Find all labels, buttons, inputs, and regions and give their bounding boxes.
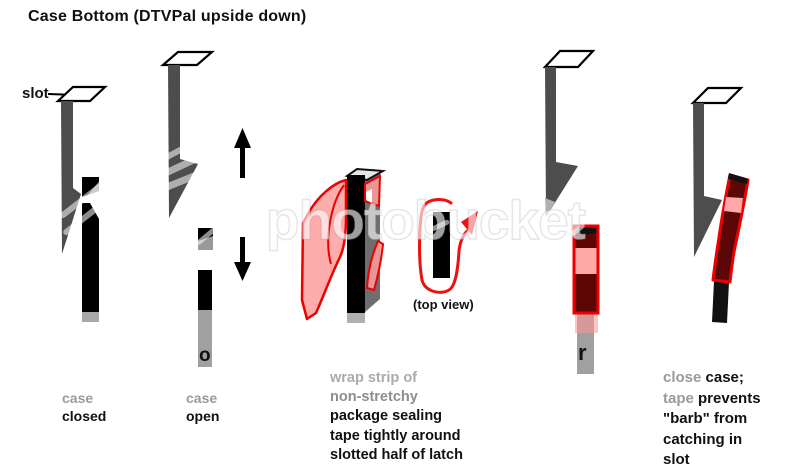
bar-gray-tip [82, 312, 99, 322]
caption-close-case: close case; tape prevents "barb" from ca… [663, 368, 761, 471]
tape-pink-band [574, 248, 598, 274]
caption-line: tape prevents [663, 389, 761, 410]
slot-opening-white [366, 189, 372, 203]
caption-line: package sealing [330, 408, 443, 425]
figure-tape-wrap [300, 167, 387, 323]
figure-case-closed [47, 85, 108, 322]
caption-line: slotted half of latch [330, 446, 463, 463]
slot-parallelogram [55, 85, 108, 103]
caption-line: catching in [663, 430, 743, 448]
caption-line: "barb" from [663, 410, 748, 427]
caption-line: slot [663, 451, 690, 468]
latch-hook-gray [168, 65, 198, 218]
latch-bar-black [712, 281, 729, 323]
figure-taped-latch-open [542, 49, 600, 374]
taped-dark-red-upper [574, 233, 598, 248]
tape-strip-right-lower [365, 239, 385, 292]
page-title: Case Bottom (DTVPal upside down) [28, 8, 307, 25]
latch-hook-gray [61, 101, 81, 254]
tape-pink-band [724, 197, 743, 213]
up-arrow-icon [234, 128, 251, 178]
slot-parallelogram [690, 86, 744, 105]
barb-lower-piece [82, 203, 99, 312]
taped-dark-red-lower [574, 274, 598, 313]
figure-taped-latch-closed [690, 86, 750, 323]
caption-line: tape tightly around [330, 427, 461, 444]
latch-bar-gray [198, 310, 212, 367]
caption-wrap-tape: wrap strip of non-stretchy package seali… [330, 369, 463, 465]
figure-top-view [418, 198, 478, 294]
latch-hook-gray [693, 103, 722, 257]
caption-line: case [62, 390, 94, 406]
caption-line: non-stretchy [330, 389, 418, 406]
tape-wrap-loop [418, 198, 469, 294]
down-arrow-icon [234, 237, 251, 281]
slot-parallelogram [542, 49, 596, 69]
tape-strip-left [300, 178, 348, 321]
watermark-stray-letter-o: o [199, 345, 211, 366]
slot-label: slot [22, 85, 49, 102]
watermark-stray-letter-r: r [578, 340, 587, 365]
tape-overhang [575, 313, 598, 333]
bar-black-cap [728, 173, 748, 184]
figure-case-open [160, 50, 251, 367]
caption-line: wrap strip of [330, 370, 418, 386]
taped-bar-tilted [711, 173, 750, 284]
slot-parallelogram [160, 50, 215, 67]
bar-gray-tip [347, 313, 365, 323]
caption-word-faded: tape [663, 389, 699, 407]
wrap-direction-arrowhead [461, 211, 478, 235]
caption-line: close case; [663, 368, 761, 389]
caption-word: prevents [698, 389, 761, 407]
barb-upper-piece [82, 177, 99, 197]
hook-gray-tip [545, 198, 555, 217]
latch-bar-black [198, 270, 212, 311]
tape-fold-line [327, 184, 345, 265]
caption-line: open [186, 407, 220, 424]
tape-red-outline [572, 224, 600, 315]
caption-line: case [186, 390, 218, 406]
caption-line: closed [62, 407, 107, 424]
caption-case-closed: case closed [62, 390, 106, 425]
bar-front-face [347, 175, 365, 313]
caption-word: case; [705, 369, 744, 386]
latch-hook-gray [545, 67, 578, 217]
bar-top-view [433, 212, 450, 278]
top-view-label: (top view) [413, 297, 474, 312]
caption-case-open: case open [186, 390, 219, 425]
caption-word-faded: close [663, 369, 706, 386]
